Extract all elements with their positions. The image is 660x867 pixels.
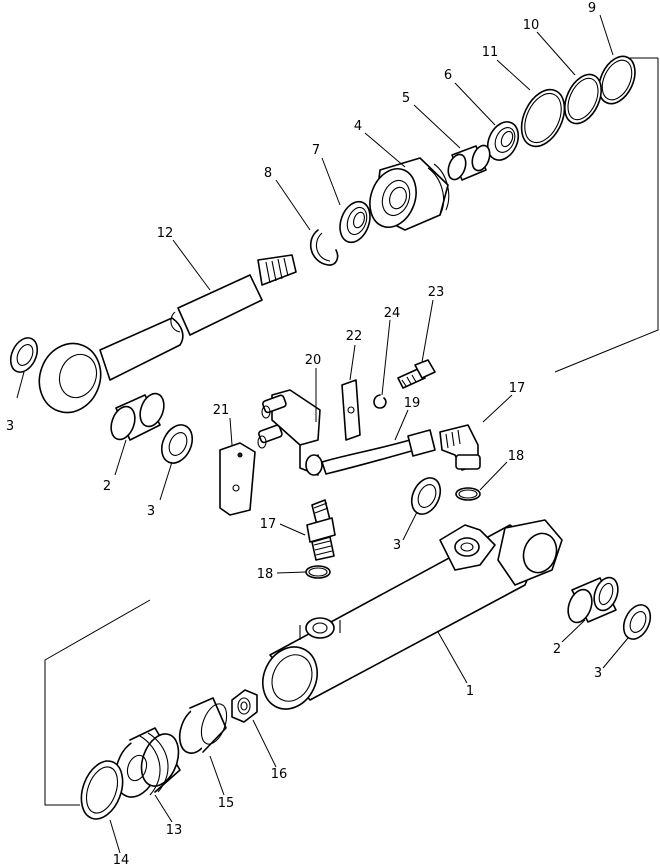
callout-24: 24 bbox=[384, 306, 401, 321]
callout-21: 21 bbox=[213, 403, 230, 418]
callout-17-elbow: 17 bbox=[509, 381, 526, 396]
part-18-o-ring-lower bbox=[305, 565, 331, 579]
callout-8: 8 bbox=[264, 166, 272, 181]
part-3-bushing-right bbox=[622, 604, 652, 640]
part-3-bushing-tube bbox=[410, 477, 442, 515]
callout-18-upper: 18 bbox=[508, 449, 525, 464]
callout-6: 6 bbox=[444, 68, 452, 83]
part-19-pipe bbox=[321, 429, 436, 475]
part-1-cylinder-tube bbox=[262, 519, 563, 710]
callout-10: 10 bbox=[523, 18, 540, 33]
callout-15: 15 bbox=[218, 796, 235, 811]
part-13-cylinder-head bbox=[114, 727, 181, 798]
callout-3-mid: 3 bbox=[147, 504, 155, 519]
part-23-bolt bbox=[397, 359, 436, 389]
part-17-elbow-fitting bbox=[439, 424, 481, 471]
part-20-pipe-block bbox=[257, 389, 323, 476]
callout-2-left: 2 bbox=[103, 479, 111, 494]
callout-16: 16 bbox=[271, 767, 288, 782]
part-5-bushing bbox=[447, 144, 491, 181]
callout-23: 23 bbox=[428, 285, 445, 300]
callout-3-right: 3 bbox=[594, 666, 602, 681]
part-8-snap-ring bbox=[309, 229, 339, 266]
callout-9: 9 bbox=[588, 1, 596, 16]
callout-2-right: 2 bbox=[553, 642, 561, 657]
part-7-bearing bbox=[339, 200, 371, 244]
callout-5: 5 bbox=[402, 91, 410, 106]
part-4-piston bbox=[369, 157, 450, 231]
part-3-bushing-mid bbox=[160, 424, 194, 464]
part-9-ring bbox=[598, 55, 636, 105]
callout-14: 14 bbox=[113, 853, 130, 867]
part-22-plate bbox=[341, 379, 361, 441]
callout-labels: 9 10 11 6 5 4 7 8 12 3 2 3 21 20 22 24 2… bbox=[6, 1, 602, 867]
callout-17-straight: 17 bbox=[260, 517, 277, 532]
callout-22: 22 bbox=[346, 329, 363, 344]
callout-13: 13 bbox=[166, 823, 183, 838]
part-12-piston-rod bbox=[38, 254, 297, 414]
callout-18-lower: 18 bbox=[257, 567, 274, 582]
part-15-bushing bbox=[178, 697, 228, 754]
part-10-ring bbox=[564, 73, 602, 125]
part-11-ring bbox=[520, 88, 566, 148]
callout-19: 19 bbox=[404, 396, 421, 411]
callout-11: 11 bbox=[482, 45, 499, 60]
callout-3-rod: 3 bbox=[6, 419, 14, 434]
callout-leader-lines bbox=[16, 14, 629, 854]
callout-20: 20 bbox=[305, 353, 322, 368]
callout-1: 1 bbox=[466, 684, 474, 699]
part-6-bearing bbox=[486, 121, 520, 161]
part-21-clamp bbox=[219, 442, 256, 516]
part-24-washer bbox=[373, 394, 387, 409]
part-16-nut bbox=[231, 689, 258, 723]
callout-12: 12 bbox=[157, 226, 174, 241]
callout-7: 7 bbox=[312, 143, 320, 158]
assembly-frame-lines bbox=[44, 57, 659, 806]
part-2-bushing-left bbox=[110, 392, 165, 441]
part-3-bushing-rod bbox=[9, 337, 39, 373]
part-18-o-ring-upper bbox=[455, 487, 481, 501]
callout-4: 4 bbox=[354, 119, 362, 134]
callout-3-tube: 3 bbox=[393, 538, 401, 553]
part-14-wiper-ring bbox=[80, 760, 124, 820]
part-2-bushing-right bbox=[567, 576, 619, 624]
part-17-straight-fitting bbox=[306, 499, 336, 561]
